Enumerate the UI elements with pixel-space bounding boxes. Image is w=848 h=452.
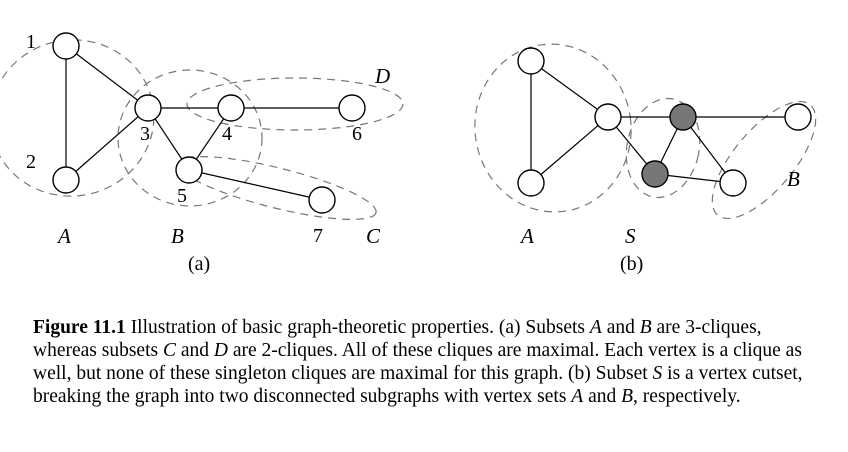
edge-5-7 xyxy=(188,169,323,201)
caption-segment: is a vertex cutset, breaking the graph i… xyxy=(33,363,803,407)
caption-segment: and xyxy=(583,386,622,407)
vertex-label-7: 7 xyxy=(313,225,323,247)
vertex-b-top xyxy=(517,47,545,75)
subset-b-outline xyxy=(117,69,263,207)
vertex-1 xyxy=(52,32,80,60)
set-label-c: C xyxy=(366,224,381,248)
vertex-label-3: 3 xyxy=(140,123,150,145)
caption-segment: , respectively. xyxy=(633,386,741,407)
vertex-5 xyxy=(175,156,203,184)
caption-body: Illustration of basic graph-theoretic pr… xyxy=(33,317,803,407)
figure-caption: Figure 11.1 Illustration of basic graph-… xyxy=(33,316,813,408)
vertex-b-mid xyxy=(594,103,622,131)
vertex-label-6: 6 xyxy=(352,123,362,145)
caption-title: Figure 11.1 xyxy=(33,317,126,338)
vertex-label-2: 2 xyxy=(26,151,36,173)
caption-segment: A xyxy=(589,317,602,338)
vertex-4 xyxy=(217,94,245,122)
set-label-b: B xyxy=(171,224,184,248)
caption-segment: are 3-cliques, whereas subsets xyxy=(33,317,762,361)
subset-c-outline xyxy=(177,156,377,220)
graph-figure: 1 2 3 4 5 6 7 A B C D (a) xyxy=(0,31,817,275)
caption-segment: B xyxy=(639,317,652,338)
caption-segment: are 2-cliques. All of these cliques are … xyxy=(33,340,802,384)
caption-segment: C xyxy=(162,340,176,361)
vertex-b-right xyxy=(784,103,812,131)
subset-s-outline xyxy=(625,97,701,199)
panel-b: A S B (b) xyxy=(474,43,817,275)
caption-segment: Illustration of basic graph-theoretic pr… xyxy=(125,317,590,338)
vertex-s-1 xyxy=(669,103,697,131)
subset-d-outline xyxy=(186,77,404,131)
vertex-6 xyxy=(338,94,366,122)
vertex-label-5: 5 xyxy=(177,185,187,207)
subset-b-outline-b xyxy=(711,100,817,220)
vertex-2 xyxy=(52,166,80,194)
edge-b-top-mid xyxy=(530,60,609,118)
edge-2-3 xyxy=(65,107,149,181)
vertex-b-bottom xyxy=(517,169,545,197)
vertex-3 xyxy=(134,94,162,122)
caption-segment: B xyxy=(621,386,634,407)
caption-segment: S xyxy=(652,363,663,384)
vertex-label-4: 4 xyxy=(222,123,232,145)
vertex-b-low xyxy=(719,169,747,197)
edge-1-3 xyxy=(65,45,149,109)
set-label-a-b: A xyxy=(519,224,534,248)
panel-a-caption: (a) xyxy=(188,253,210,275)
set-label-a: A xyxy=(56,224,71,248)
caption-segment: D xyxy=(213,340,228,361)
set-label-s: S xyxy=(625,224,636,248)
vertex-7 xyxy=(308,186,336,214)
set-label-d: D xyxy=(374,64,390,88)
caption-segment: A xyxy=(571,386,584,407)
edge-b-s1-low xyxy=(682,116,734,184)
caption-segment: and xyxy=(175,340,214,361)
vertex-label-1: 1 xyxy=(26,31,36,53)
caption-segment: and xyxy=(601,317,640,338)
set-label-b-b: B xyxy=(787,167,800,191)
panel-a: 1 2 3 4 5 6 7 A B C D (a) xyxy=(0,31,404,275)
vertex-s-2 xyxy=(641,160,669,188)
edge-b-bottom-mid xyxy=(530,116,609,184)
panel-b-caption: (b) xyxy=(620,253,643,275)
